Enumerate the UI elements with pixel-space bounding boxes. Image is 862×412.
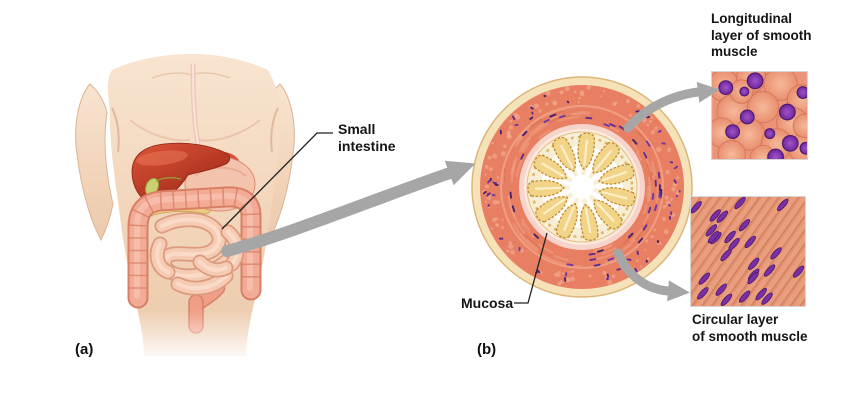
circular-layer-label: Circular layer of smooth muscle	[692, 312, 808, 344]
circular-muscle-micrograph	[690, 196, 806, 307]
panel-b-tag: (b)	[477, 341, 497, 358]
torso-illustration	[75, 54, 310, 362]
small-intestine-label: Small intestine	[338, 121, 396, 154]
longitudinal-layer-label: Longitudinal layer of smooth muscle	[711, 11, 812, 59]
cross-section-illustration	[471, 76, 693, 298]
panel-a-tag: (a)	[75, 341, 94, 358]
longitudinal-muscle-micrograph	[711, 71, 808, 160]
mucosa-folds	[527, 132, 636, 241]
mucosa-label: Mucosa	[461, 295, 514, 311]
